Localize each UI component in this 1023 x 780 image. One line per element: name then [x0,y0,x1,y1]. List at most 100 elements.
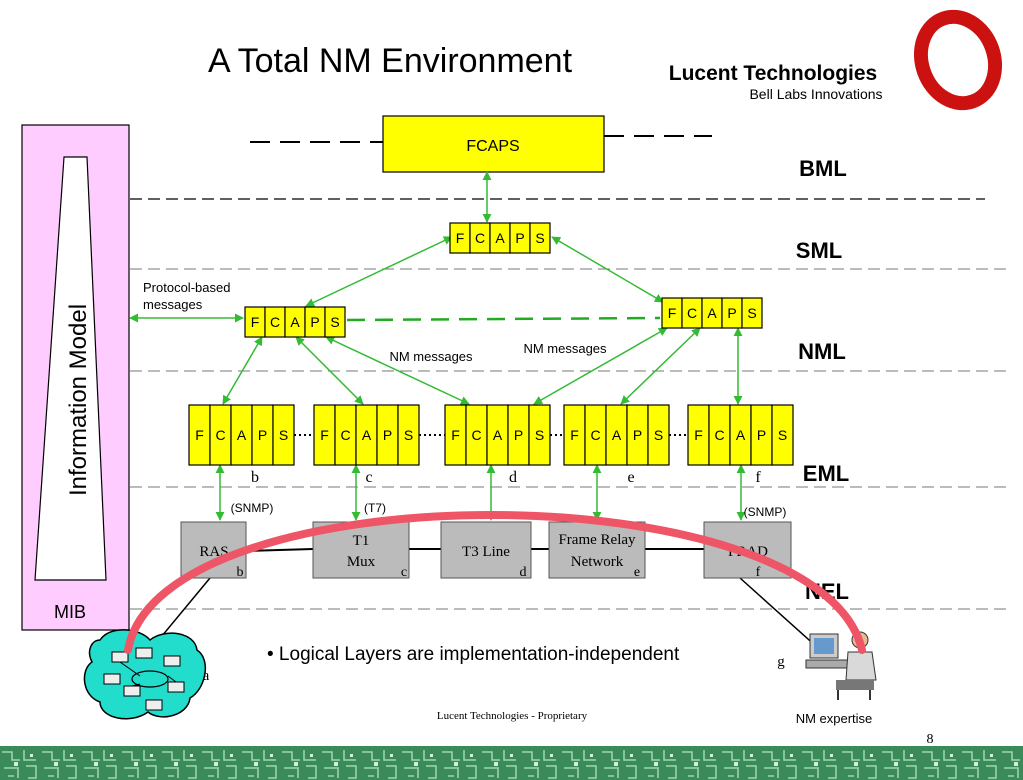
eml-label-d: d [509,469,517,486]
page-title: A Total NM Environment [208,42,573,80]
fcaps-letter-eml-c-f: F [320,427,329,443]
arrow-nml-right-to-eml-e [620,327,701,405]
fcaps-cell-sml-s [529,222,551,254]
fcaps-letter-eml-d-p: P [514,427,523,443]
connector-arrows [129,171,746,521]
fcaps-cell-nml-left-s [324,306,346,338]
nm-messages-right: NM messages [523,341,607,356]
fcaps-letter-eml-d-a: A [493,427,503,443]
protocol-label-t1: (T7) [364,501,386,515]
lucent-logo: Lucent Technologies Bell Labs Innovation… [669,9,1003,111]
information-model-panel: Information Model MIB [21,124,130,631]
layer-label-sml: SML [796,238,842,263]
fcaps-letter-eml-d-f: F [451,427,460,443]
network-tag: a [203,668,210,684]
arrow-nml-left-to-eml-b [222,336,263,405]
fcaps-letter-eml-e-c: C [590,427,600,443]
brand-name: Lucent Technologies [669,62,877,85]
nml-peer-dashed-link [346,316,661,322]
fcaps-letter-nml-left-f: F [251,314,260,330]
device-t3-line-label: T3 Line [462,544,510,560]
fcaps-letter-nml-left-c: C [270,314,280,330]
eml-label-f: f [755,469,761,486]
operator-tag: g [777,654,785,670]
device-frame-relay-line2: Network [571,554,624,570]
eml-label-b: b [251,469,259,486]
protocol-note-line1: Protocol-based [143,280,230,295]
layer-label-bml: BML [799,156,847,181]
fcaps-letter-sml-p: P [515,230,524,246]
fcaps-letter-eml-e-p: P [633,427,642,443]
operator-caption: NM expertise [796,711,873,726]
eml-label-e: e [627,469,634,486]
device-frad-tag: f [756,565,761,580]
link-frad-operator [739,577,819,649]
arrow-sml-to-nml-right [551,236,664,303]
arrow-nml-left-to-eml-d [325,336,470,405]
protocol-label-ras: (SNMP) [231,501,274,515]
fcaps-letter-sml-s: S [535,230,544,246]
eml-label-c: c [365,469,372,486]
bml-fcaps-box [382,115,605,173]
information-model-pyramid [34,156,107,581]
fcaps-letter-eml-f-c: C [714,427,724,443]
fcaps-letter-eml-f-p: P [757,427,766,443]
network-cloud [83,629,206,720]
fcaps-letter-eml-e-a: A [612,427,622,443]
fcaps-letter-sml-f: F [456,230,465,246]
protocol-label-frad: (SNMP) [744,505,787,519]
layer-label-eml: EML [803,461,849,486]
fcaps-letter-sml-a: A [495,230,505,246]
fcaps-cell-nml-right-s [741,297,763,329]
fcaps-letter-nml-left-a: A [290,314,300,330]
device-t3-line-tag: d [520,565,527,580]
device-ras-tag: b [237,565,244,580]
fcaps-letter-nml-right-s: S [747,305,756,321]
fcaps-letter-eml-f-s: S [778,427,787,443]
device-t3-line: T3 Line d [440,521,532,580]
device-t1-mux-line2: Mux [347,554,376,570]
fcaps-letter-eml-c-a: A [362,427,372,443]
fcaps-letter-eml-b-c: C [215,427,225,443]
fcaps-letter-nml-left-p: P [310,314,319,330]
device-frame-relay: Frame Relay Network e [548,521,646,580]
fcaps-letter-nml-right-a: A [707,305,717,321]
fcaps-letter-nml-left-s: S [330,314,339,330]
fcaps-letter-eml-b-a: A [237,427,247,443]
innovation-ring-icon [913,9,1003,111]
mib-label: MIB [54,602,86,622]
arrow-sml-to-nml-left [305,236,453,307]
fcaps-letter-eml-d-s: S [535,427,544,443]
bullet-text: • Logical Layers are implementation-inde… [267,644,680,665]
footer-text: Lucent Technologies - Proprietary [437,710,588,722]
fcaps-letter-eml-e-f: F [570,427,579,443]
fcaps-letter-eml-d-c: C [471,427,481,443]
protocol-note-line2: messages [143,297,203,312]
fcaps-letter-sml-c: C [475,230,485,246]
fcaps-cell-eml-f-s [771,404,794,466]
fcaps-letter-eml-b-p: P [258,427,267,443]
end-to-end-arc [124,511,866,654]
fcaps-letter-eml-f-f: F [694,427,703,443]
footer-circuit-band [0,746,1023,780]
brand-tagline: Bell Labs Innovations [749,86,882,102]
fcaps-letter-eml-b-f: F [195,427,204,443]
operator-workstation-icon [805,631,877,700]
fcaps-letter-eml-c-s: S [404,427,413,443]
fcaps-letter-eml-c-p: P [383,427,392,443]
nm-messages-left: NM messages [389,349,473,364]
device-t1-mux-line1: T1 [353,533,370,549]
layer-label-nml: NML [798,339,846,364]
fcaps-letter-nml-right-c: C [687,305,697,321]
arrow-nml-right-to-eml-d [533,327,668,405]
